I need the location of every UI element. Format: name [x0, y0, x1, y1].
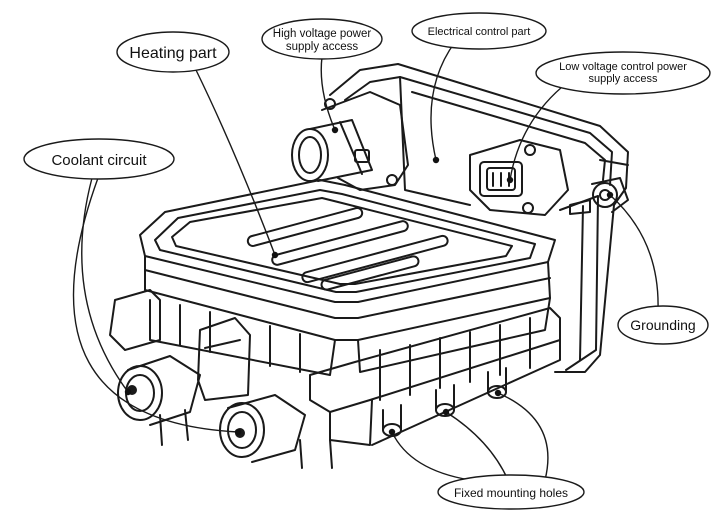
coolant-pointer-1	[81, 177, 129, 393]
heating-part-pointer	[195, 69, 276, 256]
low-voltage-connector	[469, 139, 569, 216]
label-bubbles: Heating part High voltage power supply a…	[23, 12, 711, 510]
high-voltage-label-line1: High voltage power	[273, 28, 372, 40]
heater-body	[144, 255, 551, 401]
high-voltage-callout: High voltage power supply access	[261, 18, 383, 60]
coolant-pointer-2	[72, 177, 239, 433]
mounting-pointer-3	[497, 392, 549, 481]
heating-part-callout: Heating part	[116, 31, 230, 73]
electrical-control-housing	[329, 63, 629, 373]
coolant-circuit-label: Coolant circuit	[51, 152, 147, 169]
pointer-lines	[72, 41, 659, 481]
mounting-pointer-1	[391, 431, 471, 481]
low-voltage-label-line2: supply access	[588, 73, 658, 85]
high-voltage-label-line2: supply access	[286, 41, 358, 53]
device-illustration	[109, 63, 629, 469]
low-voltage-label-line1: Low voltage control power	[559, 61, 687, 73]
fixed-mounting-holes-label: Fixed mounting holes	[454, 486, 568, 500]
grounding-label: Grounding	[630, 317, 695, 333]
electrical-control-callout: Electrical control part	[411, 12, 547, 50]
pointer-dots	[124, 126, 614, 436]
heating-lid	[139, 179, 556, 303]
low-voltage-callout: Low voltage control power supply access	[535, 51, 711, 95]
low-voltage-pointer	[509, 81, 569, 181]
coolant-circuit-callout: Coolant circuit	[23, 138, 175, 180]
fixed-mounting-holes-callout: Fixed mounting holes	[437, 474, 585, 510]
electrical-control-pointer	[430, 41, 456, 161]
high-voltage-pointer	[320, 56, 336, 131]
mounting-bracket	[309, 307, 561, 446]
high-voltage-connector	[291, 91, 409, 191]
heating-part-label: Heating part	[129, 45, 217, 62]
grounding-pointer	[609, 194, 659, 311]
electrical-control-label: Electrical control part	[428, 26, 531, 38]
mounting-pointer-2	[445, 411, 509, 481]
grounding-callout: Grounding	[617, 305, 709, 345]
coolant-pipes	[109, 289, 333, 469]
